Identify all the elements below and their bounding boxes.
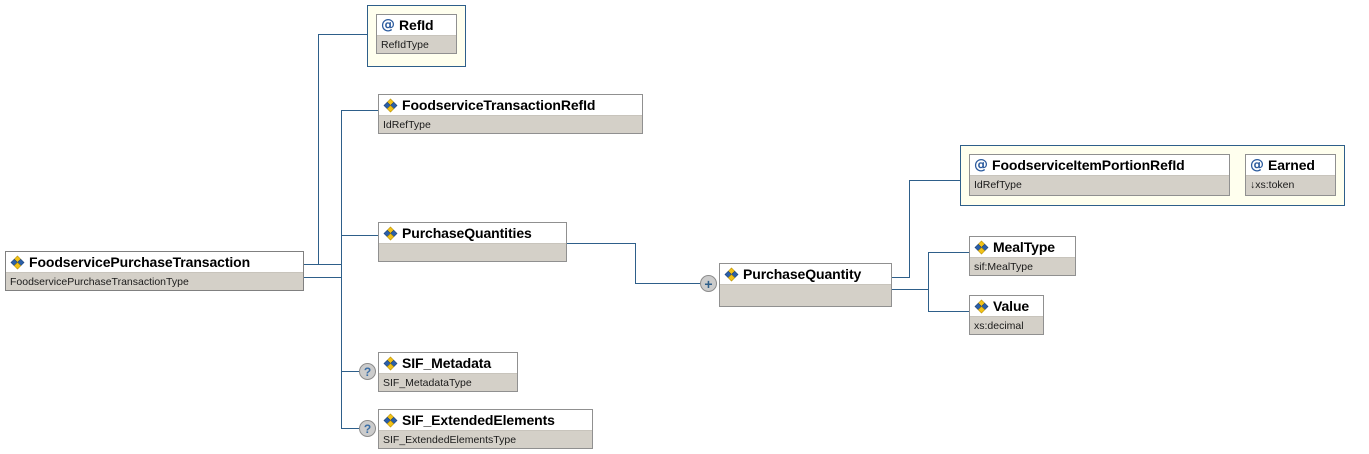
- connector-quantity-attr-trunk: [909, 180, 910, 278]
- node-type-row: SIF_ExtendedElementsType: [379, 431, 592, 448]
- node-type-label: IdRefType: [974, 178, 1022, 191]
- node-purchase-quantity[interactable]: PurchaseQuantity: [719, 263, 892, 307]
- occurrence-marker-optional-sif-extended-elements[interactable]: ?: [359, 420, 376, 437]
- element-icon: [974, 240, 989, 255]
- node-title: MealType: [970, 237, 1075, 258]
- node-label: FoodserviceTransactionRefId: [402, 97, 596, 113]
- connector-elem-trunk: [341, 110, 342, 428]
- node-type-row: ↓xs:token: [1246, 176, 1335, 193]
- connector-quantity-out-elem: [892, 289, 929, 290]
- node-type-row: sif:MealType: [970, 258, 1075, 275]
- node-type-label: RefIdType: [381, 38, 429, 51]
- node-title: @ Earned: [1246, 155, 1335, 176]
- element-icon: [383, 98, 398, 113]
- node-label: Value: [993, 298, 1030, 314]
- node-meal-type[interactable]: MealType sif:MealType: [969, 236, 1076, 276]
- connector-sif-extended-elements: [341, 428, 359, 429]
- element-icon: [383, 413, 398, 428]
- connector-quantity-elem-trunk: [928, 252, 929, 312]
- node-label: FoodserviceItemPortionRefId: [992, 157, 1185, 173]
- node-type-row: IdRefType: [379, 116, 642, 133]
- node-type-label: xs:decimal: [974, 319, 1024, 332]
- node-type-row: RefIdType: [377, 36, 456, 53]
- node-label: FoodservicePurchaseTransaction: [29, 254, 251, 270]
- node-type-row: SIF_MetadataType: [379, 374, 517, 391]
- connector-root-out-attr: [304, 264, 342, 265]
- node-purchase-quantities[interactable]: PurchaseQuantities: [378, 222, 567, 262]
- connector-value: [928, 311, 969, 312]
- node-refid[interactable]: @ RefId RefIdType: [376, 14, 457, 54]
- node-title: FoodservicePurchaseTransaction: [6, 252, 303, 273]
- node-type-row: [379, 244, 566, 261]
- connector-foodservice-transaction-refid: [341, 110, 378, 111]
- node-title: @ RefId: [377, 15, 456, 36]
- node-label: PurchaseQuantities: [402, 225, 532, 241]
- node-type-label: ↓xs:token: [1250, 178, 1295, 191]
- occurrence-marker-optional-sif-metadata[interactable]: ?: [359, 363, 376, 380]
- node-label: Earned: [1268, 157, 1315, 173]
- node-type-label: SIF_MetadataType: [383, 376, 472, 389]
- node-label: RefId: [399, 17, 434, 33]
- node-title: PurchaseQuantities: [379, 223, 566, 244]
- at-icon: @: [381, 17, 395, 33]
- connector-refid: [318, 34, 367, 35]
- node-label: MealType: [993, 239, 1055, 255]
- node-title: FoodserviceTransactionRefId: [379, 95, 642, 116]
- connector-pq-in: [635, 283, 700, 284]
- element-icon: [974, 299, 989, 314]
- node-foodservice-transaction-refid[interactable]: FoodserviceTransactionRefId IdRefType: [378, 94, 643, 134]
- node-sif-extended-elements[interactable]: SIF_ExtendedElements SIF_ExtendedElement…: [378, 409, 593, 449]
- connector-attr-trunk: [318, 34, 319, 265]
- node-title: SIF_ExtendedElements: [379, 410, 592, 431]
- element-icon: [724, 267, 739, 282]
- node-foodservice-purchase-transaction[interactable]: FoodservicePurchaseTransaction Foodservi…: [5, 251, 304, 291]
- occurrence-marker-plus[interactable]: +: [700, 275, 717, 292]
- node-type-row: FoodservicePurchaseTransactionType: [6, 273, 303, 290]
- at-icon: @: [974, 157, 988, 173]
- node-title: SIF_Metadata: [379, 353, 517, 374]
- node-foodservice-item-portion-refid[interactable]: @ FoodserviceItemPortionRefId IdRefType: [969, 154, 1230, 196]
- node-type-label: FoodservicePurchaseTransactionType: [10, 275, 189, 288]
- node-label: PurchaseQuantity: [743, 266, 862, 282]
- connector-meal-type: [928, 252, 969, 253]
- node-label: SIF_Metadata: [402, 355, 492, 371]
- node-title: @ FoodserviceItemPortionRefId: [970, 155, 1229, 176]
- connector-quantity-out-attr: [892, 277, 910, 278]
- connector-pq-step: [635, 243, 636, 284]
- connector-purchase-quantities: [341, 235, 378, 236]
- connector-item-portion-refid: [909, 180, 961, 181]
- node-type-label: SIF_ExtendedElementsType: [383, 433, 517, 446]
- node-type-row: IdRefType: [970, 176, 1229, 193]
- node-value[interactable]: Value xs:decimal: [969, 295, 1044, 335]
- node-type-row: [720, 285, 891, 302]
- node-sif-metadata[interactable]: SIF_Metadata SIF_MetadataType: [378, 352, 518, 392]
- node-type-label: IdRefType: [383, 118, 431, 131]
- element-icon: [10, 255, 25, 270]
- at-icon: @: [1250, 157, 1264, 173]
- connector-pq-out: [567, 243, 636, 244]
- connector-sif-metadata: [341, 371, 359, 372]
- node-type-row: xs:decimal: [970, 317, 1043, 334]
- node-title: Value: [970, 296, 1043, 317]
- node-label: SIF_ExtendedElements: [402, 412, 555, 428]
- node-title: PurchaseQuantity: [720, 264, 891, 285]
- element-icon: [383, 356, 398, 371]
- connector-root-out-elem: [304, 277, 342, 278]
- node-type-label: sif:MealType: [974, 260, 1033, 273]
- node-earned[interactable]: @ Earned ↓xs:token: [1245, 154, 1336, 196]
- element-icon: [383, 226, 398, 241]
